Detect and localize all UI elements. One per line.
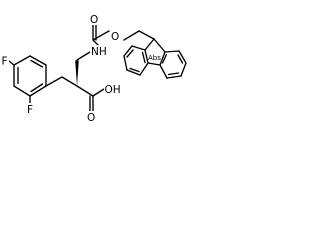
ester-oxygen-bg	[110, 30, 121, 42]
carbonyl-oxygen-label: O	[90, 14, 98, 26]
ring-double-bond	[30, 59, 44, 68]
fluorene-bond	[159, 51, 166, 66]
stereo-wedge-bond	[75, 60, 79, 86]
fluorene-double-bond	[177, 54, 184, 64]
fluorine-top-label: F	[2, 56, 8, 68]
benzyl-bond	[45, 76, 63, 87]
nitrogen-bg	[90, 45, 108, 57]
fluorene-bond	[144, 38, 155, 51]
fluorine-bond-top	[8, 60, 15, 66]
ring-bond	[13, 85, 31, 97]
fluorene-double-bond	[141, 51, 146, 64]
fluorenyl-group	[123, 38, 187, 79]
ring-bond	[29, 85, 47, 97]
acid-carbon-bond	[76, 85, 94, 97]
fluorine-bottom-label: F	[27, 104, 33, 116]
hydroxyl-label: OH	[105, 84, 121, 96]
fluorene-bond	[180, 62, 187, 77]
fluorene-bond	[131, 45, 146, 51]
acid-oxygen-label: O	[87, 112, 95, 124]
carbonyl-oxygen-bg	[89, 13, 99, 25]
fluorene-double-bond	[167, 72, 180, 76]
chain-bond	[61, 76, 78, 87]
fluorene-bond	[178, 50, 187, 64]
ch2-fluorenyl-bond	[138, 30, 155, 40]
fluorene-bond	[153, 38, 166, 53]
fluorine-bottom-bg	[26, 103, 35, 115]
chemical-structure-diagram: F F O O NH O OH Abs	[1, 13, 187, 124]
fluorene-bond	[147, 62, 161, 66]
fluorene-bond	[126, 69, 141, 76]
fluorene-double-bond	[161, 53, 168, 64]
acid-oxygen-bg	[86, 111, 97, 123]
ring-bond	[13, 55, 31, 66]
fluorene-bond	[139, 62, 149, 76]
fluorene-double-bond	[126, 49, 134, 58]
fluorene-bond	[159, 64, 168, 79]
hydroxyl-bg	[104, 83, 122, 95]
fluorene-bond	[166, 75, 182, 79]
stereocenter-label: Abs	[148, 54, 161, 62]
ring-bond	[29, 55, 47, 66]
aminomethyl-bond	[76, 51, 91, 61]
fluorene-bond	[123, 45, 133, 57]
acid-hydroxyl-bond	[92, 88, 105, 97]
fluorene-bond	[123, 55, 128, 71]
ester-oxygen-label: O	[111, 31, 119, 43]
fluorene-bond	[144, 49, 149, 64]
nitrogen-label: NH	[91, 46, 107, 58]
ester-o-ch2-bond	[123, 30, 140, 41]
ring-double-bond	[30, 83, 44, 93]
fluorine-top-bg	[1, 55, 9, 67]
difluorophenyl-ring	[13, 55, 47, 97]
fluorene-bond	[164, 50, 180, 53]
fluorene-double-bond	[129, 67, 140, 73]
